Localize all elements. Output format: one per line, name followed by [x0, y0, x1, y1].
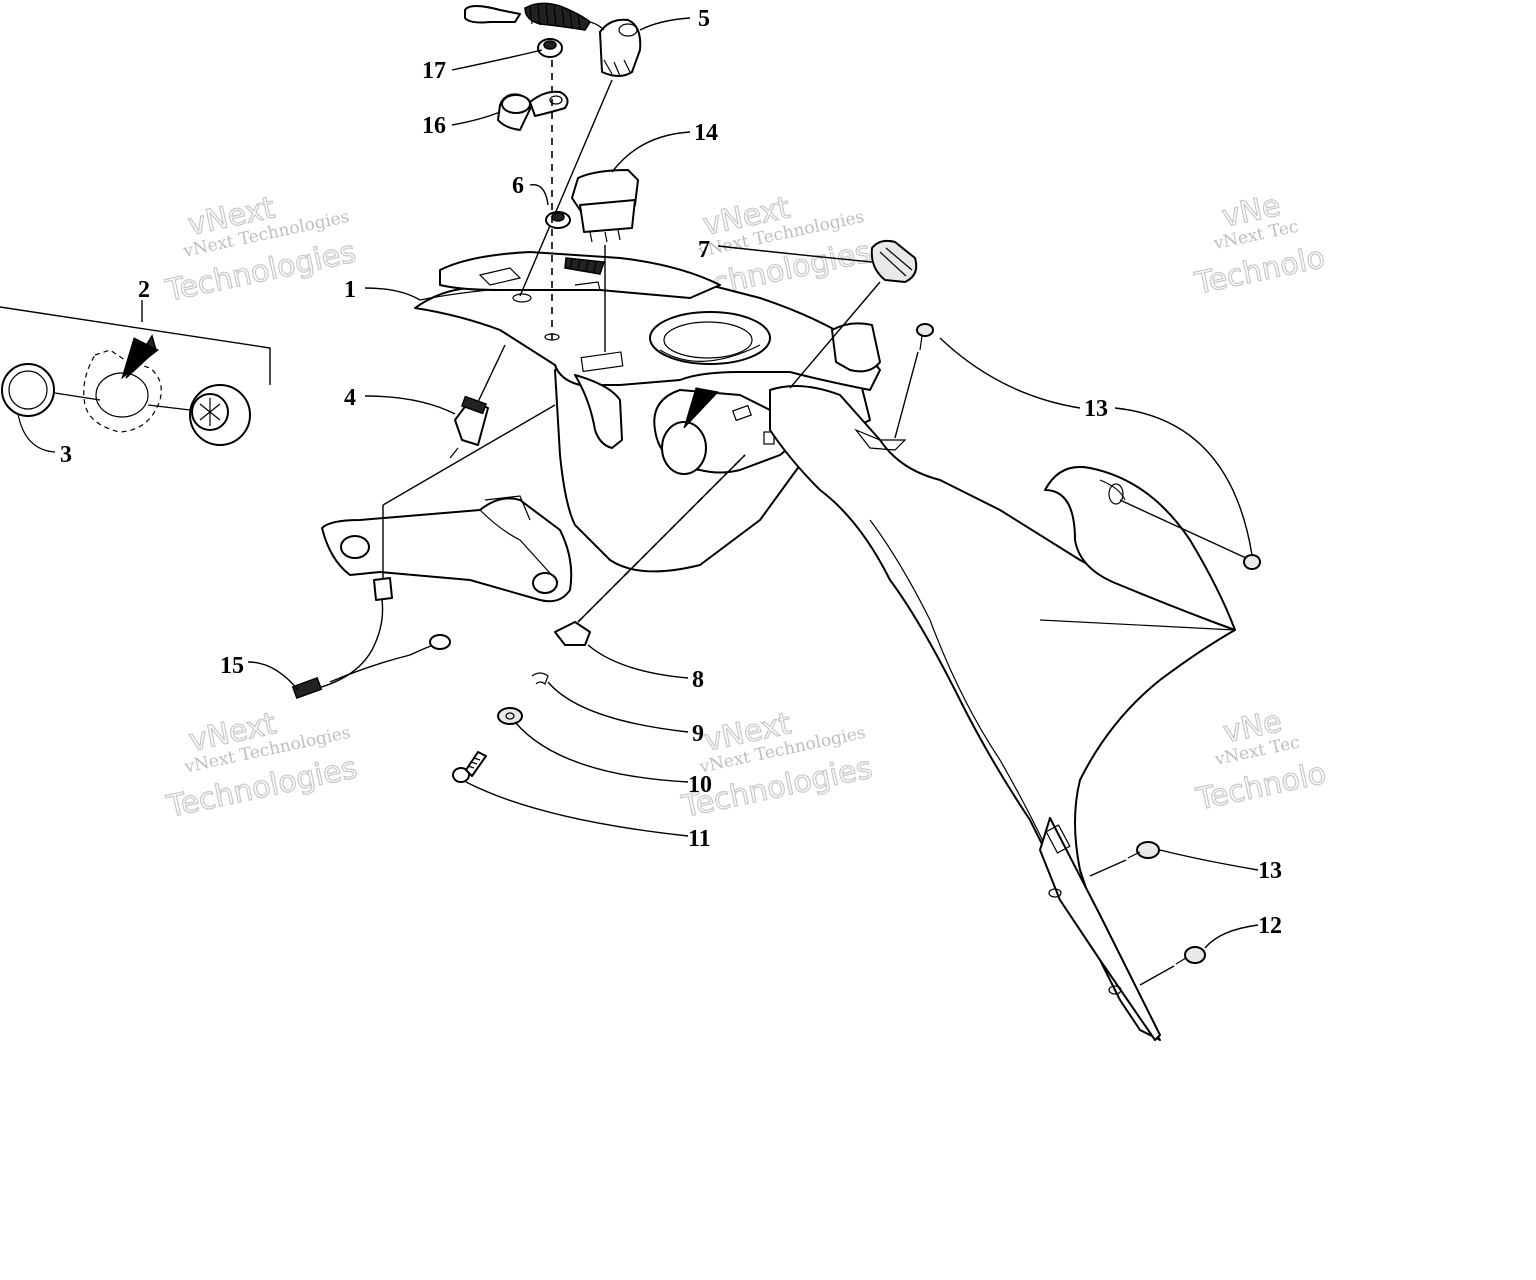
callout-7: 7 — [698, 237, 710, 263]
watermark-top-right: vNe vNext Tec Technolo — [1191, 188, 1329, 303]
part-16-boot — [497, 90, 569, 131]
part-5-tether-key — [464, 2, 642, 297]
callout-9: 9 — [692, 721, 704, 747]
callout-16: 16 — [422, 113, 446, 139]
callout-2: 2 — [138, 277, 150, 303]
side-panel — [769, 385, 1236, 1041]
svg-text:Technolo: Technolo — [1191, 240, 1328, 302]
callout-5: 5 — [698, 6, 710, 32]
callout-12: 12 — [1258, 913, 1282, 939]
callout-4: 4 — [344, 385, 356, 411]
callout-11: 11 — [688, 826, 711, 852]
part-13-screw-right — [1119, 499, 1261, 570]
callout-6: 6 — [512, 173, 524, 199]
callout-labels: 1 2 3 4 5 6 7 8 9 10 11 12 13 13 14 15 1… — [60, 6, 1282, 939]
watermark-bottom-left: vNext vNext Technologies Technologies — [163, 706, 361, 826]
part-12-screw — [1139, 946, 1206, 986]
arrow-marker-left — [121, 337, 159, 380]
part-15-harness — [291, 404, 556, 700]
arrow-marker-center — [683, 387, 719, 429]
part-6-grommet — [545, 211, 571, 229]
svg-text:Technolo: Technolo — [1193, 756, 1330, 818]
part-11-bolt — [452, 751, 487, 783]
centerline-8 — [577, 454, 746, 623]
callout-8: 8 — [692, 667, 704, 693]
part-4-switch — [449, 344, 506, 459]
callout-3: 3 — [60, 442, 72, 468]
part-10-washer — [497, 707, 523, 725]
callout-14: 14 — [694, 120, 718, 146]
part-2-bracket-group — [0, 300, 271, 453]
part-13-screw-lower — [1089, 841, 1160, 877]
part-14-rocker-switch — [571, 169, 639, 352]
callout-17: 17 — [422, 58, 446, 84]
callout-13-top: 13 — [1084, 396, 1108, 422]
callout-10: 10 — [688, 772, 712, 798]
part-8-clip — [554, 621, 591, 646]
watermark-bottom-right: vNe vNext Tec Technolo — [1192, 703, 1330, 818]
watermark-bottom-center: vNext vNext Technologies Technologies — [678, 706, 876, 826]
part-9-washer — [531, 672, 549, 685]
callout-15: 15 — [220, 653, 244, 679]
callout-13-lower: 13 — [1258, 858, 1282, 884]
part-7-knob — [789, 239, 918, 389]
leader-lines — [247, 17, 1259, 949]
part-13-screw-top — [894, 323, 934, 439]
part-17-nut — [537, 38, 563, 58]
watermark-top-left: vNext vNext Technologies Technologies — [162, 190, 360, 310]
callout-1: 1 — [344, 277, 356, 303]
